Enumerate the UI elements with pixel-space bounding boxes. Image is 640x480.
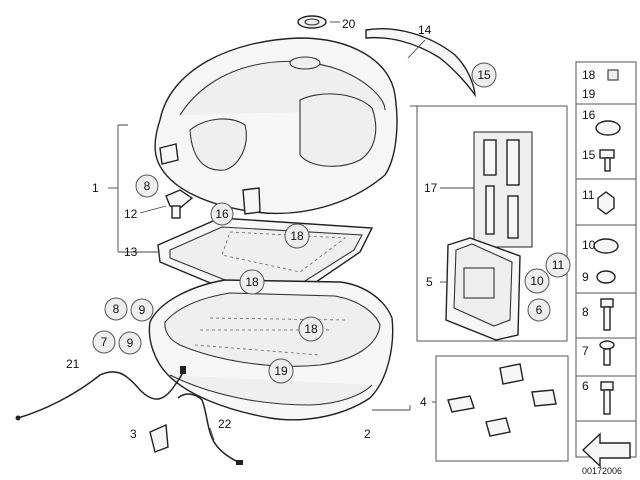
svg-text:8: 8 [144, 179, 151, 193]
callout-badge-19: 19 [268, 358, 294, 384]
top-case-lid[interactable] [154, 37, 398, 215]
callout-badge-18-base: 18 [298, 316, 324, 342]
callout-badge-8: 8 [135, 174, 159, 198]
legend-10: 10 [582, 238, 596, 252]
callout-badge-18-frame: 18 [239, 269, 265, 295]
navigation-arrow-icon[interactable] [581, 432, 631, 468]
callout-badge-9-upper: 9 [130, 298, 154, 322]
legend-6: 6 [582, 379, 589, 393]
callout-badge-15: 15 [471, 62, 497, 88]
svg-text:7: 7 [101, 335, 108, 349]
legend-15: 15 [582, 148, 596, 162]
stickers-17[interactable] [473, 131, 533, 248]
legend-9: 9 [582, 270, 589, 284]
svg-text:16: 16 [215, 207, 229, 221]
bowden-cable-22[interactable] [177, 393, 243, 465]
callout-badge-6: 6 [527, 298, 551, 322]
callout-badge-11: 11 [545, 252, 571, 278]
callout-20: 20 [342, 17, 356, 31]
svg-text:8: 8 [113, 302, 120, 316]
top-case-base[interactable] [148, 279, 394, 421]
fastener-legend [575, 61, 637, 468]
svg-text:18: 18 [304, 322, 318, 336]
legend-8: 8 [582, 305, 589, 319]
trim-strip-14[interactable] [365, 28, 476, 98]
callout-2: 2 [364, 427, 371, 441]
bracket-1 [117, 124, 158, 253]
callout-badge-10: 10 [524, 268, 550, 294]
bowden-cable-21[interactable] [15, 366, 187, 421]
svg-text:19: 19 [274, 364, 288, 378]
cover-cap-20[interactable] [297, 15, 327, 29]
callout-5: 5 [426, 275, 433, 289]
cover-3[interactable] [149, 423, 169, 453]
svg-text:18: 18 [290, 229, 304, 243]
lock-cylinder[interactable] [165, 189, 194, 219]
legend-7: 7 [582, 344, 589, 358]
callout-13: 13 [124, 245, 138, 259]
callout-22: 22 [218, 417, 232, 431]
svg-text:15: 15 [477, 68, 491, 82]
diagram-id: 00172006 [582, 466, 622, 476]
callout-21: 21 [66, 357, 80, 371]
legend-11: 11 [582, 188, 595, 202]
callout-1: 1 [92, 181, 99, 195]
callout-badge-7: 7 [92, 330, 116, 354]
legend-16: 16 [582, 108, 596, 122]
callout-4: 4 [420, 395, 427, 409]
callout-badge-18-seal: 18 [284, 223, 310, 249]
legend-19: 19 [582, 87, 596, 101]
svg-text:11: 11 [552, 258, 565, 272]
callout-badge-8-lower: 8 [104, 297, 128, 321]
callout-12: 12 [124, 207, 138, 221]
svg-text:9: 9 [127, 336, 134, 350]
callout-17: 17 [424, 181, 438, 195]
kit-frame-4 [435, 355, 569, 462]
kit-frame-17 [416, 105, 568, 342]
insert-5[interactable] [445, 237, 521, 341]
callout-badge-9-lower: 9 [118, 331, 142, 355]
adhesive-pads-4[interactable] [447, 363, 557, 437]
callout-badge-16: 16 [210, 202, 234, 226]
legend-18: 18 [582, 68, 596, 82]
svg-text:6: 6 [536, 303, 543, 317]
svg-text:9: 9 [139, 303, 146, 317]
svg-text:10: 10 [530, 274, 544, 288]
callout-3: 3 [130, 427, 137, 441]
svg-text:18: 18 [245, 275, 259, 289]
callout-14: 14 [418, 23, 432, 37]
